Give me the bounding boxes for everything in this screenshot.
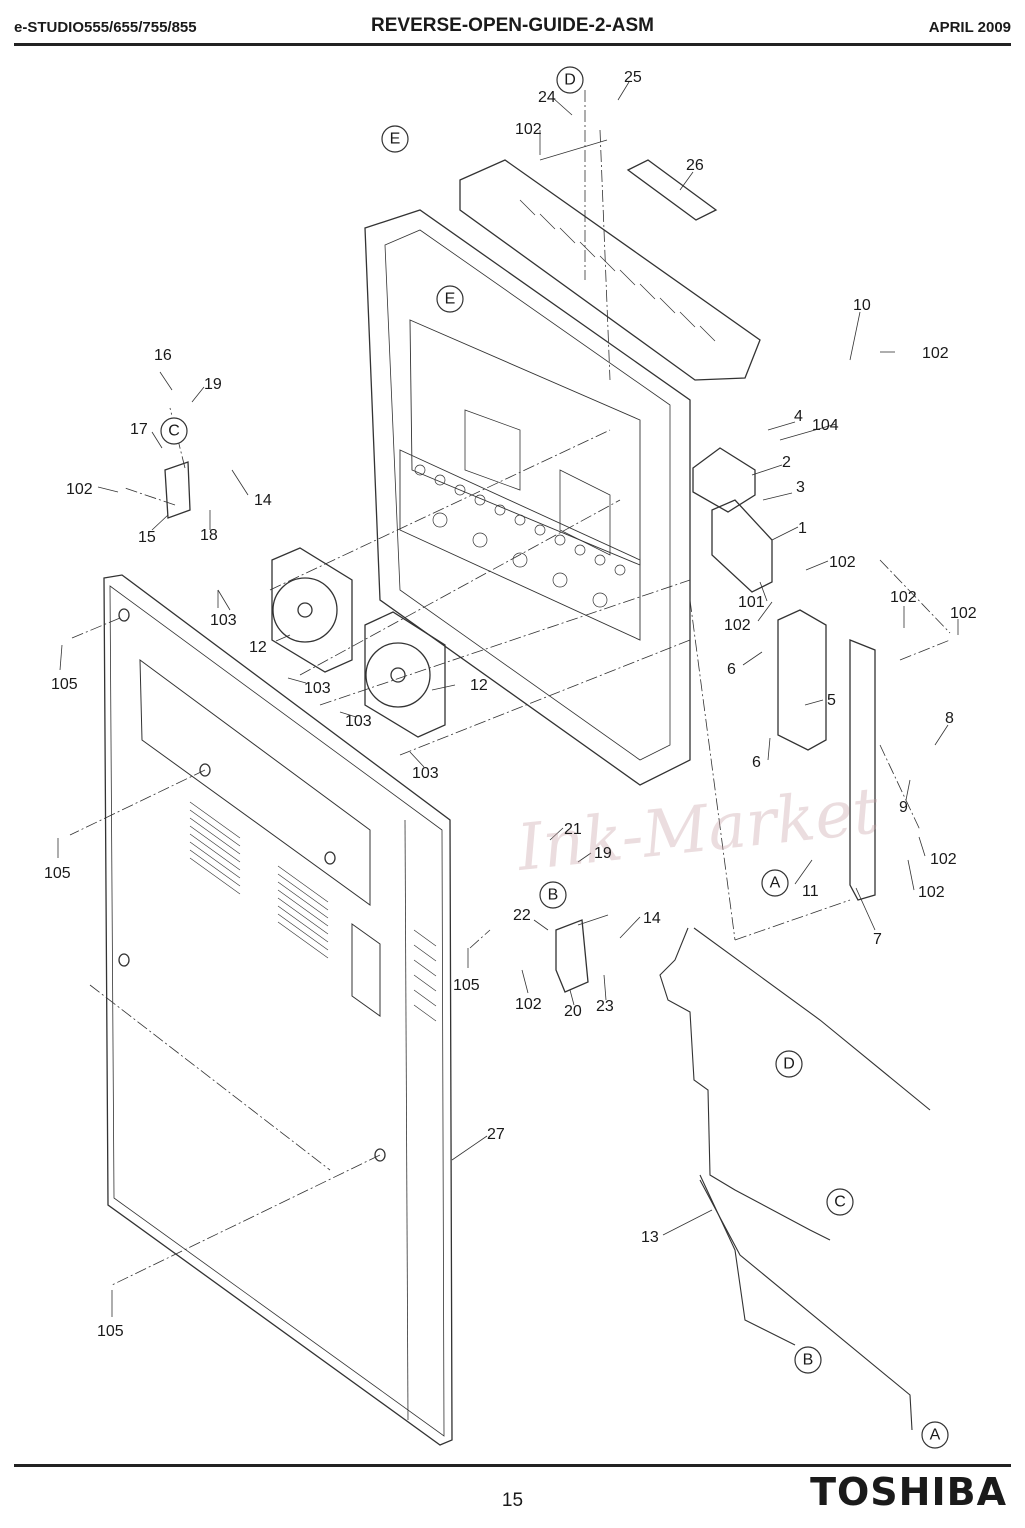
label-sheet <box>626 159 718 221</box>
fan-unit-a <box>271 547 353 673</box>
callout-102: 102 <box>922 345 949 362</box>
page-number: 15 <box>501 1490 524 1511</box>
callout-8: 8 <box>945 710 954 727</box>
callout-23: 23 <box>596 998 614 1015</box>
callout-18: 18 <box>200 527 218 544</box>
callout-27: 27 <box>487 1126 505 1143</box>
ref-marker-a: A <box>930 1427 941 1444</box>
callout-19: 19 <box>594 845 612 862</box>
callout-14: 14 <box>643 910 661 927</box>
callout-2: 2 <box>782 454 791 471</box>
date-label: APRIL 2009 <box>928 19 1011 36</box>
callout-22: 22 <box>513 907 531 924</box>
solenoid <box>692 447 756 513</box>
front-cover-panel <box>103 574 453 1446</box>
callout-103: 103 <box>345 713 372 730</box>
brand-logo: TOSHIBA <box>810 1470 1007 1514</box>
model-label: e-STUDIO555/655/755/855 <box>14 19 197 36</box>
page-header: e-STUDIO555/655/755/855 REVERSE-OPEN-GUI… <box>0 0 1025 48</box>
callout-21: 21 <box>564 821 582 838</box>
callout-105: 105 <box>44 865 71 882</box>
callout-102: 102 <box>890 589 917 606</box>
callout-102: 102 <box>930 851 957 868</box>
callout-7: 7 <box>873 931 882 948</box>
callout-26: 26 <box>686 157 704 174</box>
callout-6: 6 <box>727 661 736 678</box>
ref-marker-d: D <box>564 72 576 89</box>
callout-24: 24 <box>538 89 556 106</box>
callout-105: 105 <box>453 977 480 994</box>
callout-102: 102 <box>66 481 93 498</box>
callout-11: 11 <box>802 883 819 900</box>
ref-marker-a: A <box>770 875 781 892</box>
ref-marker-c: C <box>168 423 180 440</box>
callout-16: 16 <box>154 347 172 364</box>
callout-17: 17 <box>130 421 148 438</box>
callout-102: 102 <box>515 121 542 138</box>
ref-marker-c: C <box>834 1194 846 1211</box>
callout-5: 5 <box>827 692 836 709</box>
callout-6: 6 <box>752 754 761 771</box>
callout-25: 25 <box>624 69 642 86</box>
callout-102: 102 <box>724 617 751 634</box>
hinge-bracket <box>777 609 827 751</box>
callout-10: 10 <box>853 297 871 314</box>
wire-harness <box>659 927 931 1431</box>
fan-unit-b <box>364 611 446 738</box>
callout-13: 13 <box>641 1229 659 1246</box>
callout-15: 15 <box>138 529 156 546</box>
callout-19: 19 <box>204 376 222 393</box>
callout-102: 102 <box>950 605 977 622</box>
callout-20: 20 <box>564 1003 582 1020</box>
page-title: REVERSE-OPEN-GUIDE-2-ASM <box>371 15 654 36</box>
callout-14: 14 <box>254 492 272 509</box>
callout-12: 12 <box>470 677 488 694</box>
callout-102: 102 <box>829 554 856 571</box>
callout-101: 101 <box>738 594 765 611</box>
header-rule <box>14 43 1011 46</box>
callout-102: 102 <box>515 996 542 1013</box>
callout-3: 3 <box>796 479 805 496</box>
callout-9: 9 <box>899 799 908 816</box>
solenoid-bracket <box>711 499 773 593</box>
ref-marker-b: B <box>548 887 559 904</box>
callout-1: 1 <box>798 520 807 537</box>
ref-marker-e: E <box>445 291 456 308</box>
callout-104: 104 <box>812 417 839 434</box>
sensor-bracket-20 <box>555 919 589 993</box>
ref-marker-e: E <box>390 131 401 148</box>
callout-105: 105 <box>51 676 78 693</box>
callout-103: 103 <box>412 765 439 782</box>
footer-rule <box>14 1464 1011 1467</box>
main-frame <box>364 209 691 786</box>
callout-12: 12 <box>249 639 267 656</box>
side-plate <box>849 639 876 901</box>
ref-marker-d: D <box>783 1056 795 1073</box>
sensor-bracket-15 <box>164 461 191 519</box>
callout-105: 105 <box>97 1323 124 1340</box>
callout-103: 103 <box>210 612 237 629</box>
callout-4: 4 <box>794 408 803 425</box>
callout-103: 103 <box>304 680 331 697</box>
top-guide-assembly <box>459 159 761 381</box>
callout-102: 102 <box>918 884 945 901</box>
ref-marker-b: B <box>803 1352 814 1369</box>
